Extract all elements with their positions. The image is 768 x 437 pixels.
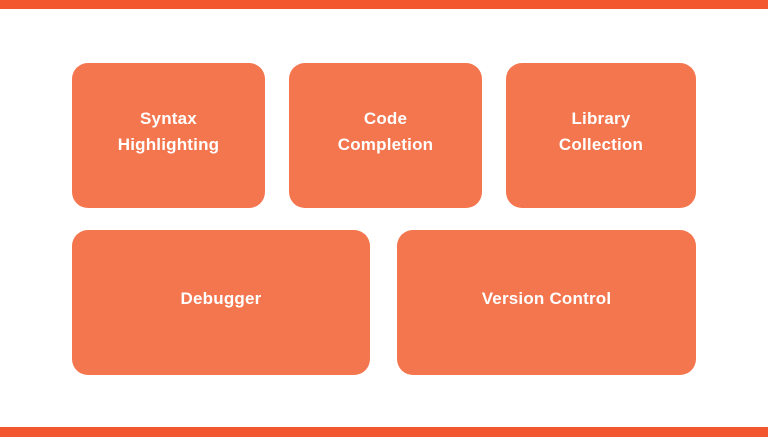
bottom-border-bar [0, 427, 768, 437]
card-library-collection: Library Collection [506, 63, 696, 208]
top-border-bar [0, 0, 768, 9]
card-syntax-highlighting: Syntax Highlighting [72, 63, 265, 208]
card-label-code-completion: Code Completion [337, 108, 434, 154]
card-debugger: Debugger [72, 230, 370, 375]
card-code-completion: Code Completion [289, 63, 482, 208]
card-version-control: Version Control [397, 230, 696, 375]
card-label-library-collection: Library Collection [558, 108, 644, 154]
card-label-version-control: Version Control [481, 288, 612, 308]
card-label-debugger: Debugger [180, 288, 262, 308]
card-label-syntax-highlighting: Syntax Highlighting [117, 108, 220, 154]
